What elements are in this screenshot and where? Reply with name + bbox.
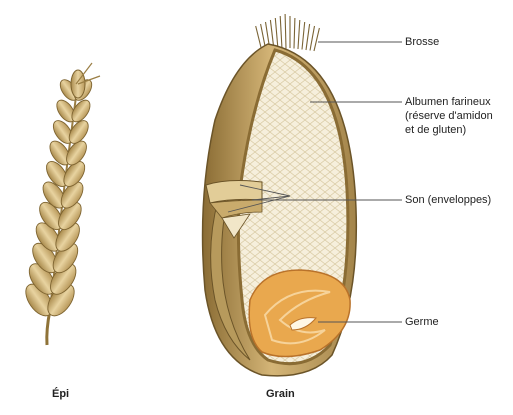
label-endosperm-line3: et de gluten) [405, 124, 466, 137]
label-endosperm-line1: Albumen farineux [405, 96, 491, 109]
caption-ear: Épi [52, 388, 69, 400]
brush-hair [280, 16, 282, 49]
ear-illustration [20, 63, 100, 345]
brush-hair [294, 18, 295, 49]
brush-hair [302, 22, 305, 50]
label-endosperm-line2: (réserve d'amidon [405, 110, 493, 123]
label-bran: Son (enveloppes) [405, 194, 491, 207]
caption-grain: Grain [266, 388, 295, 400]
brush-hair [285, 14, 286, 49]
brush-hair [306, 24, 310, 50]
brush-hair [275, 18, 278, 50]
label-germ: Germe [405, 316, 439, 329]
brush-hair [314, 28, 319, 51]
brush-hair [298, 20, 300, 49]
brush-hair [310, 26, 315, 51]
label-brush: Brosse [405, 36, 439, 49]
